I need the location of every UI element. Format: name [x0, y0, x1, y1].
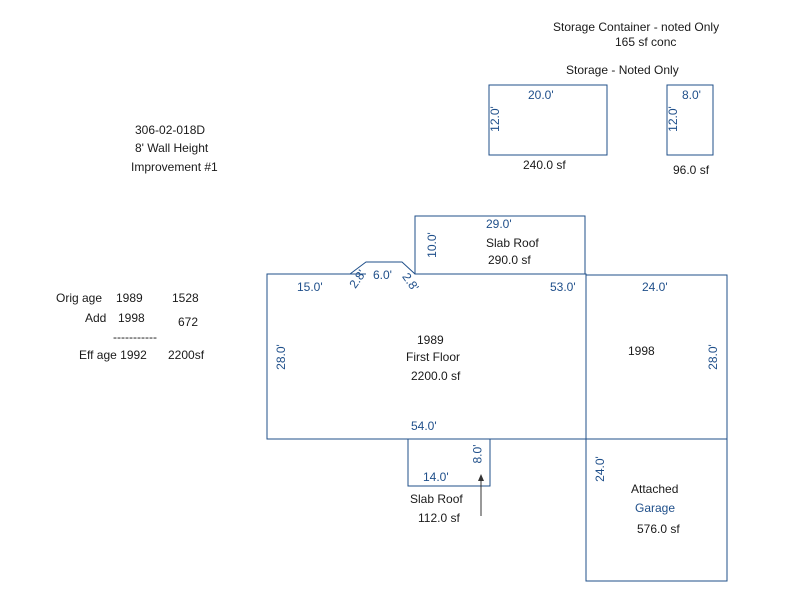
slab-roof-top-depth: 10.0': [424, 232, 439, 258]
wall-height: 8' Wall Height: [135, 141, 209, 155]
storage-b-width: 8.0': [682, 88, 701, 102]
storage-b-depth: 12.0': [665, 106, 680, 132]
age-divider: -----------: [113, 330, 157, 344]
addition-year: 1998: [628, 344, 655, 358]
eff-age-sf: 2200sf: [168, 348, 205, 362]
parcel-id: 306-02-018D: [135, 123, 206, 137]
storage-a-area: 240.0 sf: [523, 158, 566, 172]
first-floor-dim-left: 15.0': [297, 280, 323, 294]
first-floor-label: First Floor: [406, 350, 460, 364]
container-area: 165 sf conc: [615, 35, 677, 49]
garage-depth: 24.0': [592, 456, 607, 482]
eff-age-label: Eff age 1992: [79, 348, 147, 362]
slab-roof-bottom-outline: [407, 438, 491, 487]
garage-outline: [585, 438, 728, 582]
addition-depth: 28.0': [705, 344, 720, 370]
orig-age-label: Orig age: [56, 291, 103, 305]
bump-top-dim: 6.0': [373, 268, 392, 282]
slab-roof-top-label: Slab Roof: [486, 236, 539, 250]
slab-roof-top-width: 29.0': [486, 217, 512, 231]
add-label: Add: [85, 311, 107, 325]
orig-age-year: 1989: [116, 291, 143, 305]
orig-age-sf: 1528: [172, 291, 199, 305]
slab-roof-top-area: 290.0 sf: [488, 253, 531, 267]
slab-roof-bottom-width: 14.0': [423, 470, 449, 484]
slab-roof-bottom-label: Slab Roof: [410, 492, 463, 506]
add-year: 1998: [118, 311, 145, 325]
first-floor-dim-top-right: 53.0': [550, 280, 576, 294]
slab-roof-bottom-area: 112.0 sf: [418, 511, 460, 525]
storage-b-area: 96.0 sf: [673, 163, 710, 177]
add-sf: 672: [178, 315, 199, 329]
storage-b-outline: [666, 84, 714, 156]
garage-label-garage: Garage: [635, 501, 676, 515]
container-title: Storage Container - noted Only: [553, 20, 720, 34]
storage-title: Storage - Noted Only: [566, 63, 679, 77]
addition-width: 24.0': [642, 280, 668, 294]
first-floor-dim-height: 28.0': [273, 344, 288, 370]
slab-roof-bottom-depth: 8.0': [470, 444, 485, 464]
garage-label-attached: Attached: [631, 482, 679, 496]
storage-a-outline: [488, 84, 608, 156]
storage-a-width: 20.0': [528, 88, 554, 102]
arrow-icon: [478, 474, 484, 516]
storage-a-depth: 12.0': [487, 106, 502, 132]
first-floor-area: 2200.0 sf: [411, 369, 461, 383]
improvement-label: Improvement #1: [131, 160, 218, 174]
garage-area: 576.0 sf: [637, 522, 680, 536]
bump-out-outline: [349, 261, 416, 275]
first-floor-year: 1989: [417, 333, 444, 347]
first-floor-dim-bottom: 54.0': [411, 419, 437, 433]
